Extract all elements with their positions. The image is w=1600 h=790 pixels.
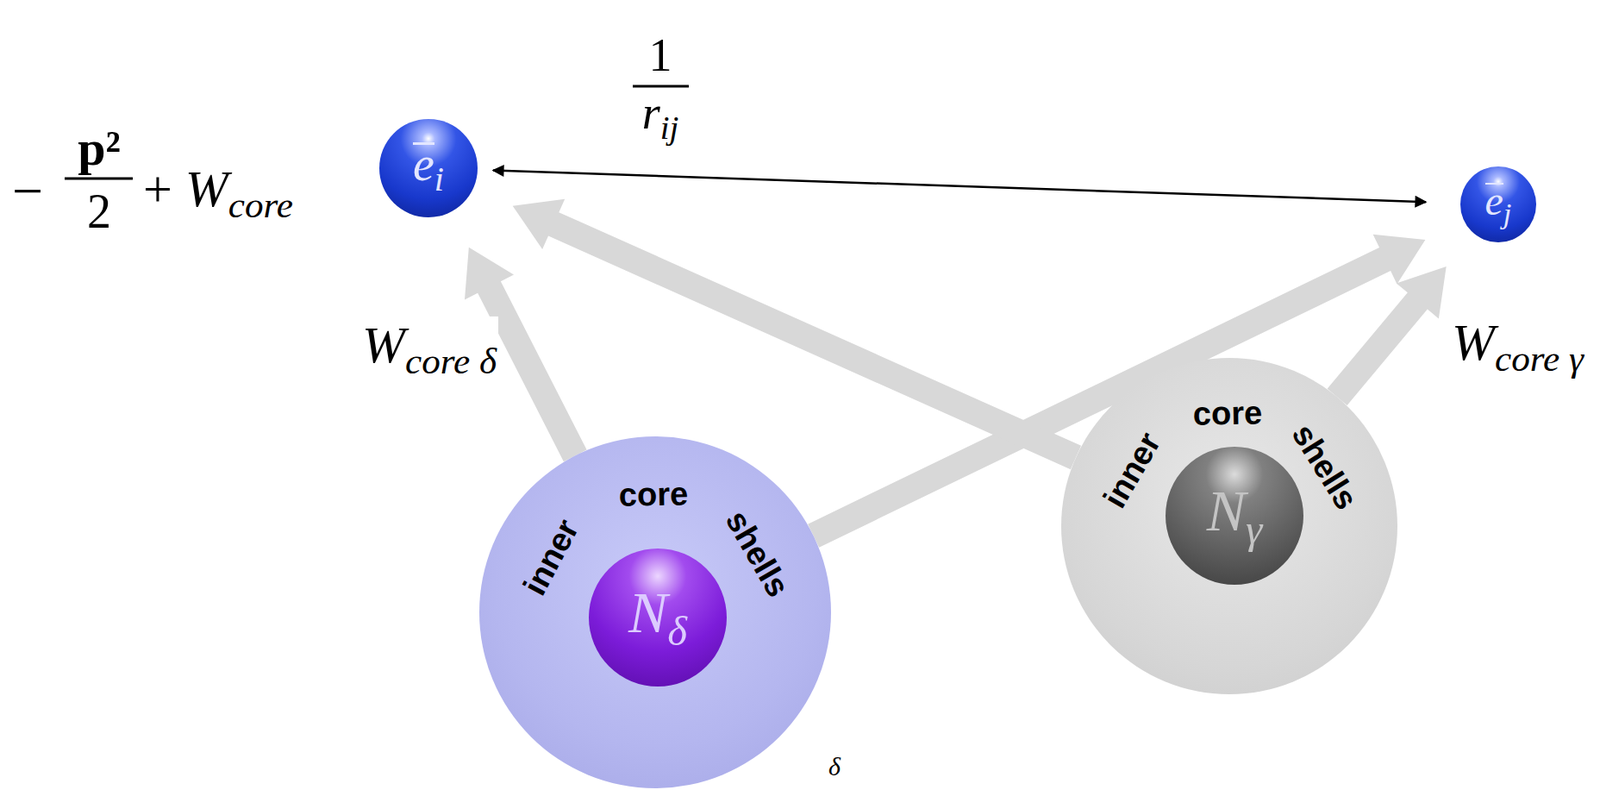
text-run: N [628, 579, 668, 645]
numerator-holder: 1 [649, 31, 673, 79]
potential-label: Wcore δ [360, 316, 499, 374]
text-run: W [362, 316, 406, 374]
edge-label-holder: Wcore γ [1450, 316, 1586, 377]
core-potential-term: + Wcore [143, 160, 294, 218]
text-run: e [412, 142, 435, 182]
electron-sphere: ei [379, 118, 478, 218]
fraction-bar [64, 177, 133, 181]
distance-term: rij [642, 87, 680, 139]
text-run: p² [77, 119, 121, 176]
text-run: W [1451, 313, 1495, 371]
momentum-term-holder: p² [77, 123, 121, 174]
minus-sign-holder: − [12, 163, 44, 219]
symbol-label-holder: δ [828, 753, 841, 780]
text-run: γ [1245, 504, 1263, 552]
coulomb-arrow [493, 170, 1426, 203]
text-run: i [434, 159, 444, 199]
text-run: + [143, 160, 186, 218]
text-run: W [185, 160, 229, 218]
arc-word: inner [1097, 426, 1166, 513]
potential-arrow [512, 199, 1082, 470]
text-run: δ [667, 606, 688, 654]
numerator: 1 [649, 29, 673, 82]
particle-label: ej [1485, 180, 1513, 229]
symbol-label: δ [828, 751, 841, 781]
core-shell-circle: inner core shellsNγ [1061, 357, 1398, 694]
core-potential-term-holder: + Wcore [143, 162, 294, 224]
core-shell-circle: inner core shellsNδ [479, 436, 832, 788]
text-run: δ [828, 751, 841, 781]
text-run: core δ [405, 340, 497, 382]
arc-word: shells [719, 504, 795, 601]
arc-word: inner [517, 513, 584, 600]
denominator-holder: 2 [87, 187, 112, 236]
text-run: core [228, 184, 294, 225]
particle-label: Nδ [628, 582, 688, 653]
text-run: − [12, 160, 44, 222]
arc-word: core [618, 476, 688, 511]
text-run: core γ [1494, 337, 1584, 379]
momentum-term: p² [77, 119, 121, 176]
edge-label-holder: Wcore δ [360, 318, 499, 380]
text-run: r [642, 87, 661, 139]
text-run: 2 [87, 184, 112, 238]
distance-term-holder: rij [642, 89, 680, 145]
text-run: N [1206, 477, 1246, 544]
nucleus-sphere: Nδ [588, 548, 727, 687]
text-run: j [1503, 196, 1513, 230]
arc-word: core [1192, 395, 1263, 430]
minus-sign: − [12, 160, 44, 222]
particle-label: Nγ [1206, 481, 1263, 551]
fraction-bar [632, 85, 689, 88]
text-run: 1 [649, 29, 673, 82]
text-run: ij [660, 108, 680, 146]
nucleus-sphere: Nγ [1165, 446, 1304, 585]
arc-word: shells [1286, 418, 1363, 515]
potential-arrow [1327, 266, 1447, 406]
particle-label: ei [412, 139, 444, 197]
text-run: e [1485, 182, 1504, 216]
electron-sphere: ej [1460, 166, 1537, 243]
denominator: 2 [87, 184, 112, 238]
potential-label: Wcore γ [1450, 313, 1586, 371]
